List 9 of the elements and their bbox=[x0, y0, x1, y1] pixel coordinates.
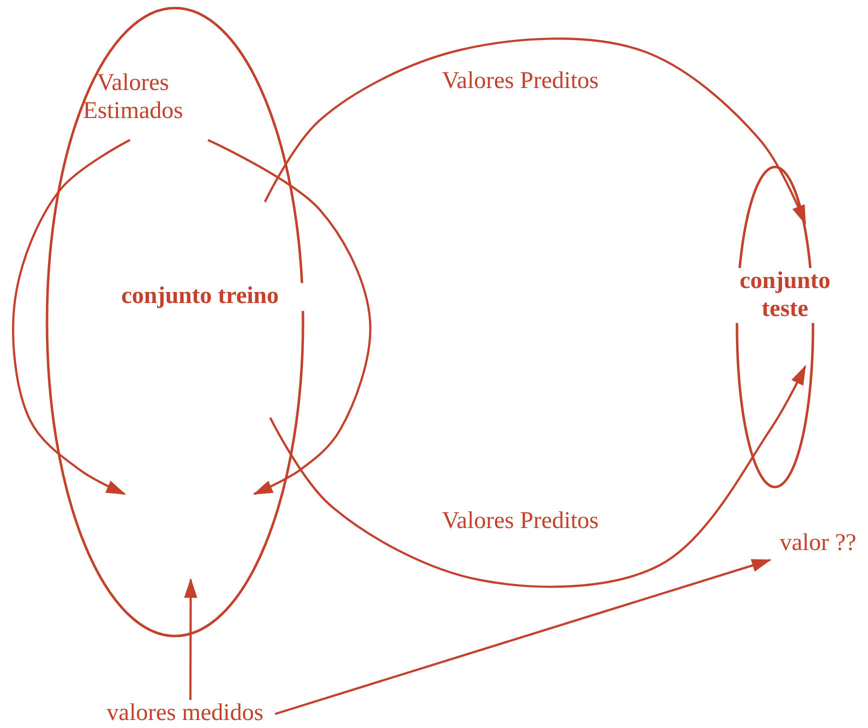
text-label: Valores Estimados bbox=[82, 70, 184, 126]
text-label: valores medidos bbox=[106, 700, 264, 728]
arrow bbox=[269, 365, 806, 588]
arrow bbox=[184, 578, 198, 700]
arrow bbox=[12, 139, 131, 495]
arrow bbox=[264, 38, 806, 226]
arrow bbox=[208, 139, 372, 495]
arrow bbox=[274, 558, 772, 716]
text-label: valor ?? bbox=[778, 530, 858, 558]
